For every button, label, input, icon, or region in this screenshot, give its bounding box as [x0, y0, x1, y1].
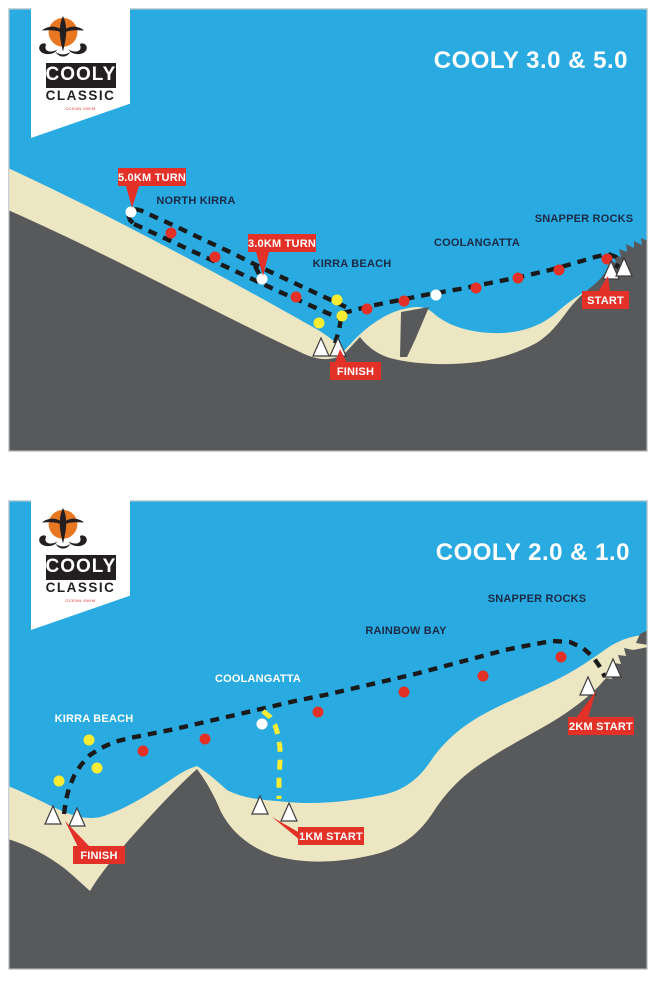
red-buoy-marker — [312, 706, 324, 718]
place-label: COOLANGATTA — [215, 673, 301, 685]
yellow-buoy-marker — [331, 294, 343, 306]
course-flag-marker — [280, 801, 298, 822]
route-finish-leg — [331, 318, 344, 350]
logo-tagline: OCEAN SWIM — [65, 106, 96, 112]
logo-emblem-icon — [39, 15, 87, 57]
route-turn-3km-connector — [253, 265, 265, 283]
callout-text: 5.0KM TURN — [118, 172, 186, 184]
course-map-3-5: NORTH KIRRA KIRRA BEACH COOLANGATTA SNAPPER… — [8, 8, 648, 452]
callout-box — [73, 846, 125, 864]
logo-tagline: OCEAN SWIM — [65, 598, 96, 604]
callout-text: 1KM START — [299, 831, 363, 843]
map-panel-cooly-2-1: SNAPPER ROCKS RAINBOW BAY COOLANGATTA KIRRA… — [8, 500, 648, 970]
event-logo: COOLY CLASSIC OCEAN SWIM — [31, 500, 130, 630]
red-buoy-marker — [512, 272, 524, 284]
route-main-course — [342, 251, 622, 316]
red-buoy-marker — [199, 733, 211, 745]
map-title: COOLY 3.0 & 5.0 — [434, 47, 628, 74]
callout-pointer — [256, 252, 269, 276]
callout-pointer — [576, 691, 596, 718]
course-map-2-1: SNAPPER ROCKS RAINBOW BAY COOLANGATTA KIRRA… — [8, 500, 648, 970]
route-main-course — [61, 638, 607, 815]
callout-box — [298, 827, 364, 845]
red-buoy-marker — [290, 291, 302, 303]
route-loop-return — [133, 222, 342, 322]
yellow-buoy-marker — [53, 775, 65, 787]
greenmount-headland — [400, 307, 429, 357]
callout-pointer — [126, 186, 139, 208]
course-flag-marker — [615, 256, 633, 277]
place-label: SNAPPER ROCKS — [535, 213, 634, 225]
callout-tag: 2KM START — [568, 691, 634, 735]
route-start-1km-feeder — [261, 709, 283, 799]
callout-pointer — [335, 349, 347, 363]
callout-tag: 3.0KM TURN — [248, 234, 316, 276]
callout-box — [248, 234, 316, 252]
yellow-buoy-marker — [313, 317, 325, 329]
logo-title: COOLY — [45, 63, 116, 88]
map-panel-cooly-3-5: NORTH KIRRA KIRRA BEACH COOLANGATTA SNAPPER… — [8, 8, 648, 452]
event-logo: COOLY CLASSIC OCEAN SWIM — [31, 8, 130, 138]
callout-text: FINISH — [80, 850, 117, 862]
callout-pointer — [65, 821, 90, 847]
snapper-rocks-tip — [636, 630, 648, 645]
yellow-buoy-marker — [336, 310, 348, 322]
yellow-buoy-marker — [91, 762, 103, 774]
callout-box — [330, 362, 381, 380]
course-flag-marker — [602, 259, 620, 280]
callout-tag: FINISH — [330, 349, 381, 380]
red-buoy-marker — [477, 670, 489, 682]
yellow-buoy-marker — [83, 734, 95, 746]
red-buoy-marker — [398, 686, 410, 698]
callout-text: FINISH — [337, 366, 374, 378]
callout-box — [568, 717, 634, 735]
logo-emblem-icon — [39, 507, 87, 549]
red-buoy-marker — [209, 251, 221, 263]
logo-subtitle: CLASSIC — [45, 88, 116, 103]
red-buoy-marker — [470, 282, 482, 294]
callout-tag: START — [582, 276, 629, 309]
red-buoy-marker — [398, 295, 410, 307]
course-flag-marker — [579, 675, 597, 696]
callout-text: 3.0KM TURN — [248, 238, 316, 250]
route-loop-out — [139, 208, 347, 309]
red-buoy-marker — [361, 303, 373, 315]
logo-subtitle: CLASSIC — [45, 580, 116, 595]
red-buoy-marker — [553, 264, 565, 276]
callout-tag: FINISH — [65, 821, 125, 864]
place-label: KIRRA BEACH — [55, 713, 134, 725]
callout-box — [582, 291, 629, 309]
land-mass — [8, 647, 648, 970]
callout-pointer — [598, 276, 610, 292]
logo-title: COOLY — [45, 555, 116, 580]
red-buoy-marker — [601, 253, 613, 265]
callout-pointer — [272, 817, 306, 845]
course-flag-marker — [68, 806, 86, 827]
land-mass — [8, 210, 648, 452]
place-label: RAINBOW BAY — [365, 625, 447, 637]
red-buoy-marker — [165, 227, 177, 239]
white-buoy-marker — [256, 718, 268, 730]
place-label: KIRRA BEACH — [313, 258, 392, 270]
map-title: COOLY 2.0 & 1.0 — [436, 539, 630, 566]
course-flag-marker — [44, 804, 62, 825]
course-flag-marker — [604, 657, 622, 678]
red-buoy-marker — [555, 651, 567, 663]
course-flag-marker — [251, 794, 269, 815]
callout-tag: 1KM START — [272, 817, 364, 845]
callout-tag: 5.0KM TURN — [118, 168, 186, 208]
place-label: NORTH KIRRA — [156, 195, 235, 207]
callout-text: START — [587, 295, 624, 307]
callout-text: 2KM START — [569, 721, 633, 733]
place-label: COOLANGATTA — [434, 237, 520, 249]
callout-box — [118, 168, 186, 186]
white-buoy-marker — [430, 289, 442, 301]
place-label: SNAPPER ROCKS — [488, 593, 587, 605]
red-buoy-marker — [137, 745, 149, 757]
course-flag-marker — [312, 336, 330, 357]
white-buoy-marker — [256, 273, 268, 285]
white-buoy-marker — [125, 206, 137, 218]
